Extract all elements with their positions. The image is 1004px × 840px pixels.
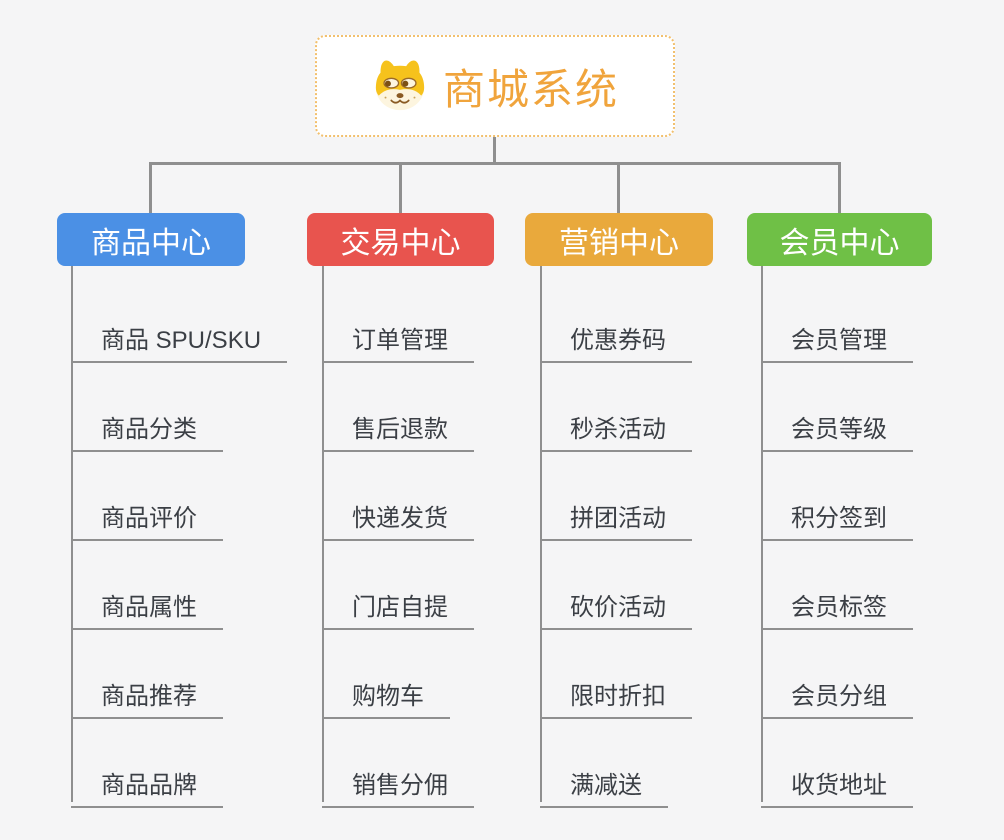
trunk-line-1	[71, 266, 73, 802]
child-topic[interactable]: 商品 SPU/SKU	[71, 315, 288, 363]
child-topic[interactable]: 购物车	[322, 671, 450, 719]
child-topic[interactable]: 售后退款	[322, 404, 474, 452]
child-topic[interactable]: 优惠券码	[540, 315, 692, 363]
root-topic-label: 商城系统	[442, 65, 619, 113]
child-topic[interactable]: 积分签到	[761, 493, 913, 541]
child-topic[interactable]: 会员等级	[761, 404, 913, 452]
trunk-line-3	[540, 266, 542, 802]
child-topic[interactable]: 快递发货	[322, 493, 474, 541]
connector-root-stem	[493, 137, 496, 164]
child-topic[interactable]: 限时折扣	[540, 671, 692, 719]
connector-drop-1	[149, 162, 152, 213]
child-topic[interactable]: 订单管理	[322, 315, 474, 363]
child-topic[interactable]: 会员分组	[761, 671, 913, 719]
root-topic[interactable]: 商城系统	[315, 35, 675, 137]
child-topic[interactable]: 商品属性	[71, 582, 223, 630]
trunk-line-2	[322, 266, 324, 802]
branch-marketing-center[interactable]: 营销中心	[525, 213, 713, 266]
branch-label: 交易中心	[340, 226, 461, 260]
branch-member-center[interactable]: 会员中心	[747, 213, 932, 266]
branch-product-center[interactable]: 商品中心	[57, 213, 245, 266]
child-topic[interactable]: 商品品牌	[71, 760, 223, 808]
child-topic[interactable]: 销售分佣	[322, 760, 474, 808]
connector-drop-3	[617, 162, 620, 213]
child-topic[interactable]: 会员管理	[761, 315, 913, 363]
child-topic[interactable]: 商品评价	[71, 493, 223, 541]
child-topic[interactable]: 收货地址	[761, 760, 913, 808]
connector-rail	[149, 162, 841, 165]
connector-drop-4	[838, 162, 841, 213]
shiba-dog-icon	[375, 60, 425, 111]
branch-label: 营销中心	[559, 226, 679, 260]
child-topic[interactable]: 满减送	[540, 760, 668, 808]
branch-label: 商品中心	[91, 226, 211, 260]
child-topic[interactable]: 门店自提	[322, 582, 474, 630]
child-topic[interactable]: 商品分类	[71, 404, 223, 452]
trunk-line-4	[761, 266, 763, 802]
child-topic[interactable]: 商品推荐	[71, 671, 223, 719]
child-topic[interactable]: 拼团活动	[540, 493, 692, 541]
child-topic[interactable]: 砍价活动	[540, 582, 692, 630]
child-topic[interactable]: 秒杀活动	[540, 404, 692, 452]
connector-drop-2	[399, 162, 402, 213]
branch-trade-center[interactable]: 交易中心	[307, 213, 494, 266]
branch-label: 会员中心	[779, 226, 900, 260]
child-topic[interactable]: 会员标签	[761, 582, 913, 630]
